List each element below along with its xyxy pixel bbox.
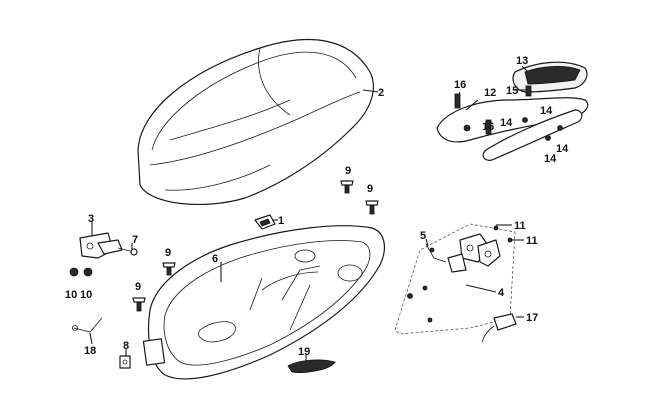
callout-10-a: 10 [65,289,77,301]
seat-lock-assembly [394,223,516,335]
callout-14-c: 14 [556,143,569,155]
callout-17: 17 [526,312,538,324]
callout-7: 7 [132,234,138,246]
callout-6: 6 [212,253,218,265]
callout-8: 8 [123,340,129,352]
callout-9-b: 9 [367,183,373,195]
callout-14-a: 14 [500,117,513,129]
callout-11-b: 11 [526,235,538,247]
callout-14-b: 14 [540,105,553,117]
callout-16-b: 16 [482,121,494,133]
callout-18: 18 [84,345,96,357]
nuts [69,267,93,277]
callout-15: 15 [506,85,518,97]
hex-key-tool [72,317,103,333]
seat-hinge-bracket [79,232,123,259]
hinge-pin [117,247,138,256]
leader-lines [89,65,529,362]
callout-9-d: 9 [135,281,141,293]
callout-16-a: 16 [454,79,466,91]
callout-10-b: 10 [80,289,92,301]
callout-11-a: 11 [514,220,526,232]
callout-3: 3 [88,213,94,225]
callout-9-c: 9 [165,247,171,259]
callout-labels: 2 1 3 7 6 9 9 9 9 10 10 18 8 19 5 11 11 … [65,55,569,358]
bolts [132,180,379,312]
callout-4: 4 [498,287,505,299]
callout-19: 19 [298,346,310,358]
trunk-switch [481,313,517,343]
seat-latch-clip [254,214,276,230]
rear-grab-rail-assembly [436,61,589,161]
callout-1: 1 [278,215,284,227]
callout-13: 13 [516,55,528,67]
trunk-lamp [287,359,336,373]
callout-9-a: 9 [345,165,351,177]
callout-5: 5 [420,230,426,242]
callout-2: 2 [378,87,384,99]
callout-12: 12 [484,87,496,99]
seat-part [137,38,374,206]
helmet-box-part [142,225,386,380]
clip-part [119,355,131,369]
callout-14-d: 14 [544,153,557,165]
